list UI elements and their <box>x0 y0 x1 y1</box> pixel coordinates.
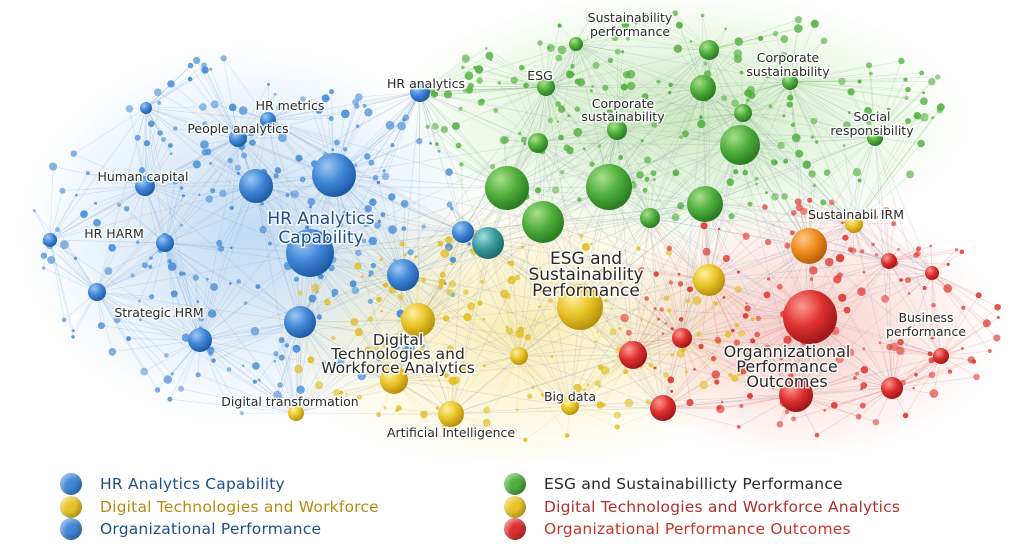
label-hr-analytics: HR analytics <box>387 76 465 91</box>
legend-label: ESG and Sustainabillicty Performance <box>544 475 843 493</box>
green-node <box>586 164 632 210</box>
label-sustainabil-irm: Sustainabil IRM <box>808 207 904 222</box>
yellow-node <box>693 264 725 296</box>
hr-metrics-node <box>260 112 276 128</box>
legend-item-digital: Digital Technologies and Workforce <box>60 495 379 519</box>
legend-item-org: Organizational Performance <box>60 517 321 541</box>
green-node <box>782 74 798 90</box>
legend: HR Analytics Capability ESG and Sustaina… <box>0 462 1022 549</box>
yellow-node <box>510 347 528 365</box>
legend-label: HR Analytics Capability <box>100 475 285 493</box>
green-node <box>485 166 529 210</box>
red-node <box>619 341 647 369</box>
label-esg: ESG <box>527 68 553 83</box>
legend-dot-yellow-icon <box>504 496 526 518</box>
esg-sustainability-performance-node <box>557 284 603 330</box>
human-capital-node <box>135 176 155 196</box>
social-responsibility-node <box>867 130 883 146</box>
hr-blue-node <box>140 102 152 114</box>
green-node <box>699 40 719 60</box>
red-node <box>650 395 676 421</box>
legend-label: Digital Technologies and Workforce Analy… <box>544 498 901 516</box>
red-node <box>933 348 949 364</box>
hr-blue-node <box>239 169 273 203</box>
organizational-performance-outcomes-node <box>779 378 813 412</box>
red-node <box>672 328 692 348</box>
hr-blue-node <box>284 306 316 338</box>
bridge-node <box>472 227 504 259</box>
legend-dot-blue-icon <box>60 473 82 495</box>
yellow-node <box>380 366 408 394</box>
sustainability-performance-node <box>569 37 583 51</box>
strategic-hrm-node <box>188 328 212 352</box>
major-nodes <box>43 37 949 427</box>
red-node <box>925 266 939 280</box>
legend-dot-red-icon <box>504 518 526 540</box>
label-people-analytics: People analytics <box>187 121 288 136</box>
hr-blue-node <box>312 153 356 197</box>
green-node <box>640 208 660 228</box>
green-node <box>720 125 760 165</box>
hr-analytics-capability-node <box>286 229 334 277</box>
legend-dot-blue-icon <box>60 518 82 540</box>
minor-nodes <box>32 10 1001 443</box>
big-data-node <box>561 397 579 415</box>
legend-item-hr: HR Analytics Capability <box>60 472 285 496</box>
label-hr-metrics: HR metrics <box>256 98 325 113</box>
yellow-node <box>438 401 464 427</box>
people-analytics-node <box>229 129 247 147</box>
legend-item-digital-analytics: Digital Technologies and Workforce Analy… <box>504 495 900 519</box>
hr-harm-node <box>156 234 174 252</box>
legend-dot-green-icon <box>504 473 526 495</box>
legend-label: Organizational Performance Outcomes <box>544 520 851 538</box>
label-big-data: Big data <box>544 389 596 404</box>
sustainabil-irm-node <box>845 215 863 233</box>
red-node <box>881 253 897 269</box>
label-artificial-intelligence: Artificial Intelligence <box>387 425 515 440</box>
digital-transformation-node <box>288 405 304 421</box>
hr-blue-node <box>43 233 57 247</box>
orange-node <box>791 228 827 264</box>
esg-node <box>537 78 555 96</box>
label-strategic-hrm: Strategic HRM <box>114 305 203 320</box>
hr-blue-node <box>452 221 474 243</box>
label-human-capital: Human capital <box>97 169 188 184</box>
yellow-node <box>401 303 435 337</box>
corporate-sustainability-mid-node <box>607 120 627 140</box>
legend-dot-yellow-icon <box>60 496 82 518</box>
corporate-sustainability-node <box>690 75 716 101</box>
hr-blue-node <box>88 283 106 301</box>
legend-label: Organizational Performance <box>100 520 322 538</box>
hr-analytics-node <box>410 82 430 102</box>
legend-item-org-outcomes: Organizational Performance Outcomes <box>504 517 851 541</box>
red-node <box>881 377 903 399</box>
green-node <box>522 201 564 243</box>
legend-label: Digital Technologies and Workforce <box>100 498 379 516</box>
hr-blue-node <box>387 259 419 291</box>
green-node <box>528 133 548 153</box>
business-performance-node <box>783 290 837 344</box>
label-hr-harm: HR HARM <box>84 226 143 241</box>
legend-item-esg: ESG and Sustainabillicty Performance <box>504 472 843 496</box>
green-node <box>687 186 723 222</box>
green-node <box>734 104 752 122</box>
label-digital-transformation: Digital transformation <box>221 394 358 409</box>
